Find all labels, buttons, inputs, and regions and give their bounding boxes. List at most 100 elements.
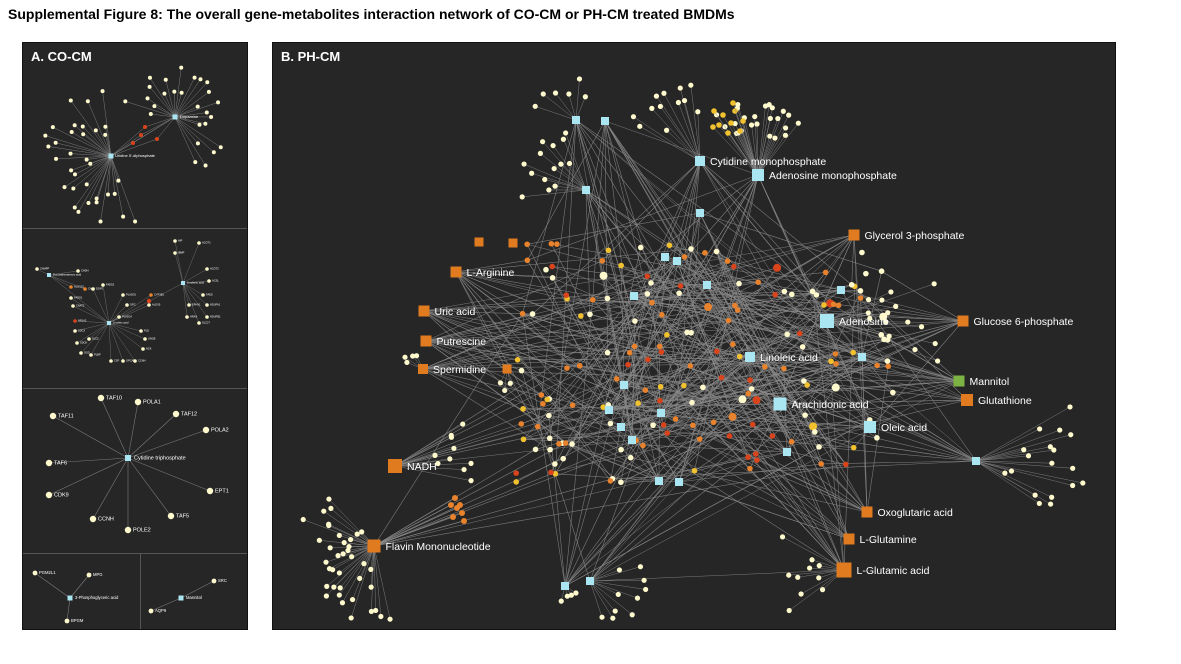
- edge: [706, 281, 759, 286]
- gene-node: [435, 460, 441, 467]
- edge: [975, 455, 1029, 462]
- edge: [660, 106, 701, 162]
- edge: [604, 120, 662, 353]
- metabolite-node: [561, 582, 569, 590]
- edge: [182, 282, 208, 306]
- gene-node: [576, 362, 583, 369]
- gene-node: [833, 360, 839, 367]
- metabolite-node: [957, 315, 969, 327]
- gene-node: [404, 359, 410, 366]
- gene-node: [80, 124, 85, 129]
- gene-node: [643, 586, 649, 593]
- edge: [174, 116, 206, 166]
- edge: [535, 106, 577, 121]
- gene-node: [566, 91, 572, 97]
- edge: [92, 288, 110, 324]
- edge: [716, 351, 788, 453]
- edge: [425, 289, 842, 342]
- edge: [527, 243, 828, 322]
- edge: [174, 79, 201, 118]
- gene-node: [664, 332, 670, 338]
- gene-label: TAF5: [176, 513, 189, 519]
- gene-node: [143, 125, 147, 129]
- gene-node: [519, 310, 526, 317]
- edge: [585, 189, 837, 364]
- gene-node: [648, 280, 654, 286]
- gene-node: [604, 349, 611, 356]
- gene-node: [587, 311, 593, 318]
- gene-node: [336, 592, 342, 598]
- edge: [975, 460, 1012, 472]
- gene-node: [816, 444, 822, 450]
- gene-node: [76, 269, 80, 273]
- edge: [620, 265, 625, 386]
- gene-node: [804, 382, 810, 388]
- edge: [174, 240, 184, 284]
- edge: [699, 160, 852, 286]
- gene-label: POLE2: [133, 527, 151, 533]
- gene-node: [1002, 470, 1008, 476]
- edge: [620, 363, 837, 428]
- gene-node: [454, 505, 460, 511]
- edge: [564, 272, 826, 587]
- gene-node: [704, 303, 713, 312]
- panel-b-title: B. PH-CM: [281, 49, 341, 64]
- gene-node: [878, 268, 885, 275]
- gene-node: [564, 365, 570, 371]
- gene-label: MPG: [93, 572, 103, 577]
- gene-node: [677, 283, 684, 289]
- gene-node: [618, 262, 624, 269]
- edge: [104, 134, 112, 157]
- gene-node: [206, 89, 211, 94]
- gene-node: [725, 130, 731, 136]
- gene-node: [563, 292, 570, 298]
- gene-node: [551, 165, 557, 172]
- gene-node: [657, 103, 664, 110]
- gene-node: [81, 132, 86, 137]
- gene-node: [72, 123, 77, 128]
- gene-label: UNCB: [148, 337, 156, 341]
- gene-node: [518, 367, 525, 374]
- edge: [373, 504, 452, 547]
- gene-node: [781, 288, 788, 295]
- edge: [608, 333, 800, 411]
- edge: [779, 399, 968, 405]
- edge: [589, 580, 603, 618]
- gene-node: [749, 421, 756, 428]
- edge: [373, 393, 749, 547]
- edge: [127, 413, 177, 459]
- gene-label: TAF10: [106, 395, 122, 401]
- edge: [814, 380, 960, 433]
- edge: [394, 439, 633, 467]
- edge: [664, 256, 842, 291]
- gene-label: ACOT2: [210, 267, 219, 271]
- gene-label: SOD: [84, 351, 90, 355]
- gene-node: [1008, 468, 1015, 474]
- gene-node: [702, 250, 708, 256]
- edge: [660, 320, 828, 414]
- gene-node: [103, 124, 108, 129]
- edge: [789, 569, 845, 611]
- gene-node: [767, 115, 773, 122]
- edge: [330, 508, 375, 547]
- edge: [373, 545, 376, 611]
- edge: [658, 456, 749, 482]
- edge: [108, 322, 144, 350]
- edge: [742, 120, 759, 176]
- gene-node: [822, 269, 829, 276]
- gene-node: [604, 295, 611, 302]
- gene-label: SDC3: [78, 329, 85, 333]
- edge: [174, 116, 221, 148]
- gene-label: CAMPP: [40, 267, 49, 271]
- gene-node: [857, 288, 864, 294]
- edge: [660, 333, 800, 414]
- edge: [394, 435, 452, 467]
- gene-node: [148, 112, 153, 117]
- gene-node: [205, 315, 209, 319]
- gene-node: [349, 554, 355, 560]
- gene-node: [560, 136, 567, 142]
- metabolite-node: [703, 281, 711, 289]
- gene-node: [73, 319, 77, 323]
- gene-node: [879, 312, 888, 321]
- metabolite-label: Flavin Mononucleotide: [386, 541, 491, 553]
